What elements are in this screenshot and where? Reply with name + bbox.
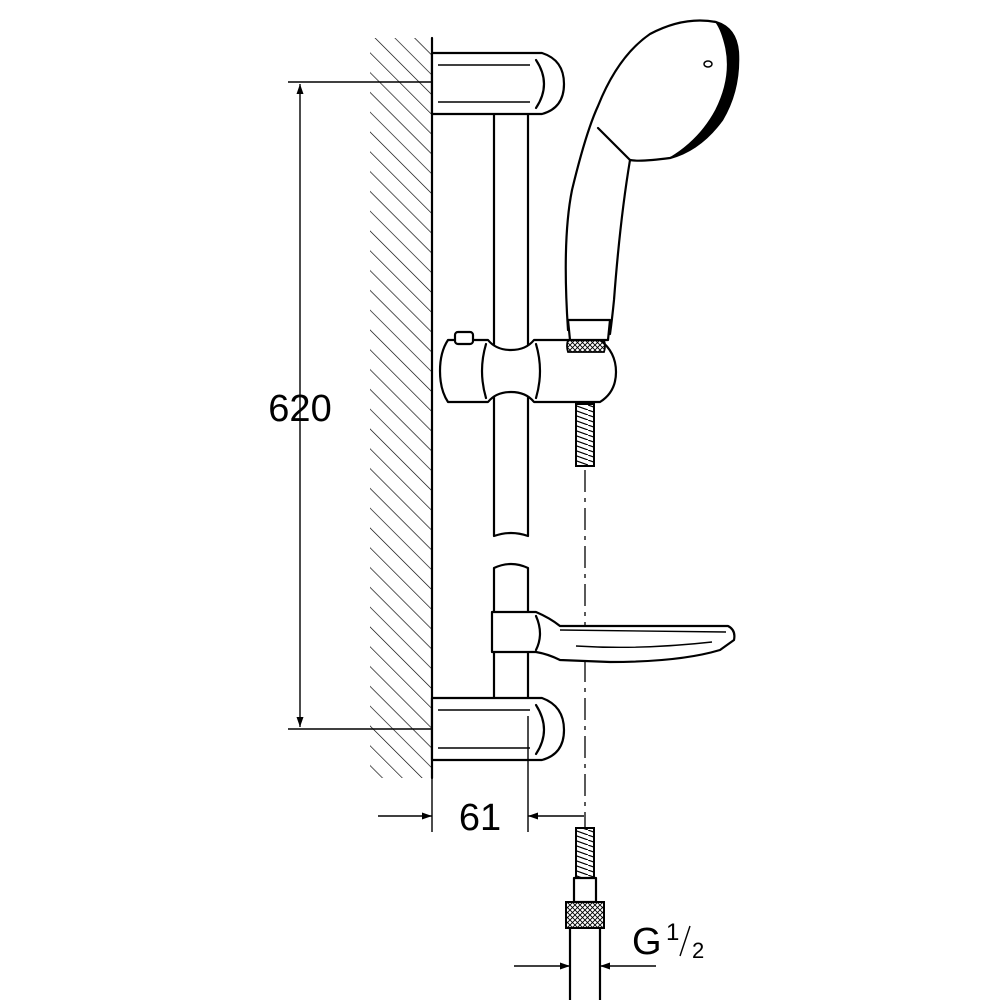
- holder-knurled-swivel: [566, 339, 606, 353]
- connection-fraction-denominator: 2: [692, 938, 704, 963]
- connection-fraction-numerator: 1: [666, 919, 679, 946]
- hand-shower-mode-indicator: [703, 60, 713, 68]
- wall-hatching: [370, 38, 432, 778]
- connection-thread-prefix: G: [632, 921, 662, 963]
- height-dimension: 620: [268, 81, 432, 730]
- holder-release-button: [453, 330, 475, 346]
- height-dimension-label: 620: [268, 388, 331, 430]
- hand-shower-neck: [566, 318, 612, 342]
- hose-upper-segment: [575, 403, 595, 467]
- connection-dimension: G 1 2: [514, 919, 704, 970]
- bottom-wall-bracket: [430, 696, 566, 762]
- connection-dimension-label: G: [632, 921, 662, 963]
- connection-fraction-slash: [679, 925, 691, 957]
- wall: [370, 36, 434, 780]
- connector-hose-end: [575, 827, 595, 879]
- rail-upper: [492, 110, 530, 538]
- soap-dish: [490, 610, 736, 664]
- hand-shower-face: [669, 20, 739, 159]
- depth-dimension-label: 61: [459, 797, 501, 839]
- hand-shower: [564, 19, 740, 342]
- depth-dimension: 61: [378, 716, 584, 839]
- hand-shower-body: [564, 19, 740, 336]
- connector-knurled-nut: [565, 901, 605, 929]
- shower-hose: [575, 403, 595, 828]
- top-wall-bracket: [430, 51, 566, 116]
- sliding-handshower-holder: [438, 330, 618, 404]
- hose-connector: [565, 827, 605, 1000]
- connector-sleeve: [572, 876, 598, 904]
